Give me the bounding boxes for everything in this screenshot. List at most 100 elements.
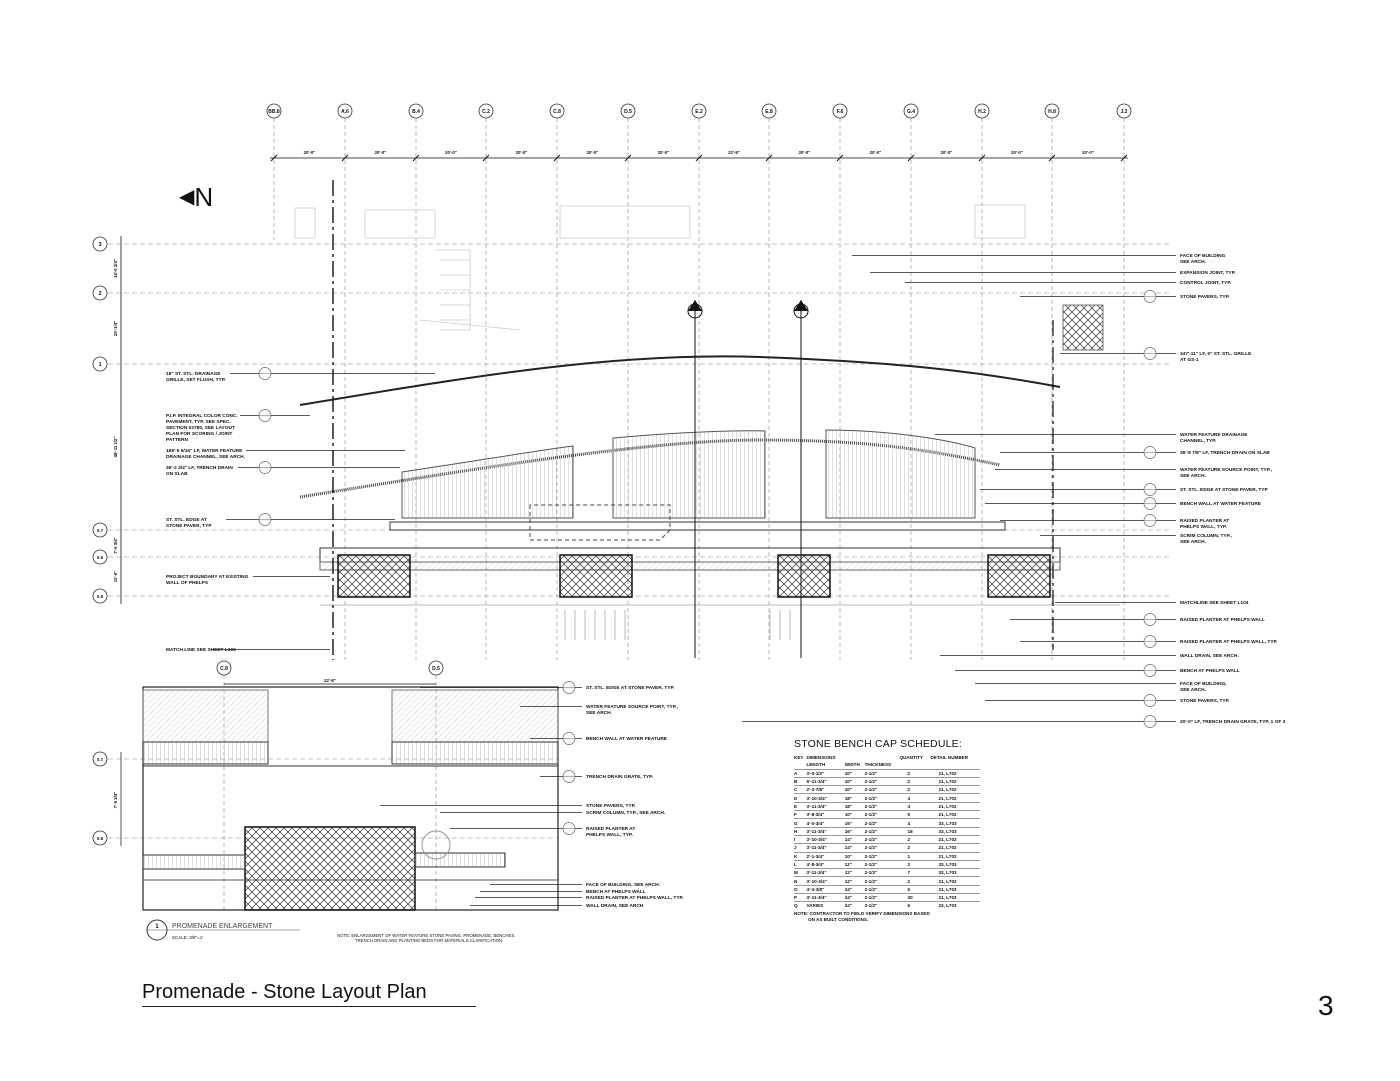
schedule-cell: 3'-10-3/4" <box>806 793 845 803</box>
grid-bubble-icon <box>92 549 108 565</box>
schedule-cell: 21, L702 <box>930 810 980 819</box>
right-callout-text: 36'-8 7/8" LF, TRENCH DRAIN ON SLAB <box>1180 450 1270 456</box>
schedule-cell: 2 <box>899 785 931 794</box>
grid-bubble-icon <box>266 103 282 119</box>
enlargement-dimension: 22'-8" <box>324 678 336 683</box>
detail-reference-icon <box>1143 497 1157 510</box>
schedule-cell: 2-1/2" <box>864 859 900 869</box>
enlargement-row-dimension: 7'-5 3/4" <box>113 792 118 808</box>
detail-reference-icon <box>1143 347 1157 360</box>
enlargement-grid-bubble-label: C.8 <box>220 666 228 672</box>
schedule-cell: 18" <box>844 793 865 803</box>
enlargement-callout-text: WALL DRAIN, SEE ARCH <box>586 903 644 909</box>
schedule-cell: M <box>794 868 807 877</box>
schedule-cell: 6 <box>899 884 931 894</box>
column-grid-bubble-label: G.4 <box>907 109 915 115</box>
schedule-cell: N <box>794 876 807 886</box>
schedule-header: KEY <box>794 755 804 761</box>
grid-bubble-icon <box>832 103 848 119</box>
column-dimension: 20'-0" <box>516 150 528 155</box>
column-dimension: 22'-8" <box>728 150 740 155</box>
schedule-cell: K <box>794 851 807 861</box>
schedule-cell: F <box>794 810 807 819</box>
column-grid-bubble: C.2 <box>478 103 494 119</box>
schedule-subheader: WIDTH <box>844 762 860 768</box>
schedule-cell: 2-1/2" <box>864 793 900 803</box>
schedule-subheader <box>900 761 931 769</box>
schedule-cell: 2 <box>899 859 931 869</box>
schedule-cell: 2 <box>899 843 931 853</box>
grid-bubble-icon <box>761 103 777 119</box>
enlargement-row-bubble-label: 0.7 <box>97 757 104 762</box>
right-callout-text: BENCH AT PHELPS WALL <box>1180 668 1240 674</box>
north-label: N <box>194 182 214 212</box>
detail-reference-icon <box>258 367 272 380</box>
schedule-header: DIMENSIONS <box>806 755 836 761</box>
schedule-cell: 2-1/2" <box>864 834 900 844</box>
schedule-cell: 12" <box>844 868 865 877</box>
column-dimension: 20'-0" <box>941 150 953 155</box>
detail-reference-icon <box>1143 694 1157 707</box>
column-grid-bubble-label: D.5 <box>624 109 632 115</box>
detail-reference-icon <box>1143 664 1157 677</box>
north-arrow-icon: ◀ <box>179 186 195 208</box>
grid-bubble-icon <box>92 588 108 604</box>
schedule-cell: 2-1/2" <box>864 868 900 877</box>
schedule-cell: 3'-0-1/2" <box>806 768 845 778</box>
schedule-cell: 2-1/2" <box>864 776 900 786</box>
grid-bubble-icon <box>1116 103 1132 119</box>
schedule-cell: 5'-11-3/4" <box>806 776 845 786</box>
left-callout-text: P.I.P. INTEGRAL COLOR CONC. <box>166 413 238 419</box>
schedule-cell: 2-1/2" <box>864 810 900 819</box>
enlargement-scale: SCALE: 3/8"=1' <box>172 935 203 940</box>
row-grid-bubble-label: 0.6 <box>97 555 104 560</box>
column-dimension: 20'-0" <box>658 150 670 155</box>
schedule-cell: 2 <box>899 876 931 886</box>
schedule-cell: 6 <box>899 901 931 910</box>
right-callout-text: 20'-0" LF, TRENCH DRAIN GRATE, TYP. 1 OF… <box>1180 719 1286 725</box>
detail-reference-icon <box>562 770 576 783</box>
right-callout-text: STONE PAVERS, TYP. <box>1180 294 1230 300</box>
schedule-cell: 12" <box>844 876 865 886</box>
grid-bubble-icon <box>478 103 494 119</box>
column-grid-bubble: J.2 <box>1116 103 1132 119</box>
schedule-cell: 2-1/2" <box>864 801 900 811</box>
schedule-cell: 3'-11-3/4" <box>806 801 845 811</box>
schedule-cell: 2-1/2" <box>864 826 900 836</box>
schedule-cell: 23, L703 <box>930 901 980 910</box>
schedule-cell: 2 <box>899 768 931 778</box>
enlargement-grid-bubble: C.8 <box>216 660 232 676</box>
enlargement-row-bubble: 0.7 <box>92 751 108 767</box>
grid-bubble-icon <box>1044 103 1060 119</box>
schedule-cell: Q <box>794 901 807 910</box>
sheet-title: Promenade - Stone Layout Plan <box>142 981 476 1007</box>
schedule-cell: 21, L702 <box>930 793 980 803</box>
right-callout-text: 347'-11" LF, 6" ST. STL. GRILLE <box>1180 351 1252 357</box>
column-grid-bubble-label: J.2 <box>1121 109 1128 115</box>
column-grid-bubble: C.8 <box>549 103 565 119</box>
grid-bubble-icon <box>620 103 636 119</box>
row-grid-bubble: 0.5 <box>92 588 108 604</box>
schedule-cell: 21, L702 <box>930 851 980 861</box>
enlargement-callout-text: FACE OF BUILDING, SEE ARCH. <box>586 882 660 888</box>
column-grid-bubble: H.2 <box>974 103 990 119</box>
column-dimension: 20'-0" <box>870 150 882 155</box>
grid-bubble-icon <box>92 522 108 538</box>
column-dimension: 20'-0" <box>375 150 387 155</box>
right-callout-text: STONE PAVERS, TYP. <box>1180 698 1230 704</box>
grid-bubble-icon <box>903 103 919 119</box>
schedule-cell: 24" <box>844 884 865 894</box>
grid-bubble-icon <box>549 103 565 119</box>
row-grid-bubble: 3 <box>92 236 108 252</box>
schedule-cell: 2-1/2" <box>864 901 900 910</box>
left-callout-text: PROJECT BOUNDARY AT EXISTING <box>166 574 249 580</box>
schedule-cell: O <box>794 884 807 894</box>
schedule-cell: 33, L703 <box>930 818 980 828</box>
column-grid-bubble: E.2 <box>691 103 707 119</box>
